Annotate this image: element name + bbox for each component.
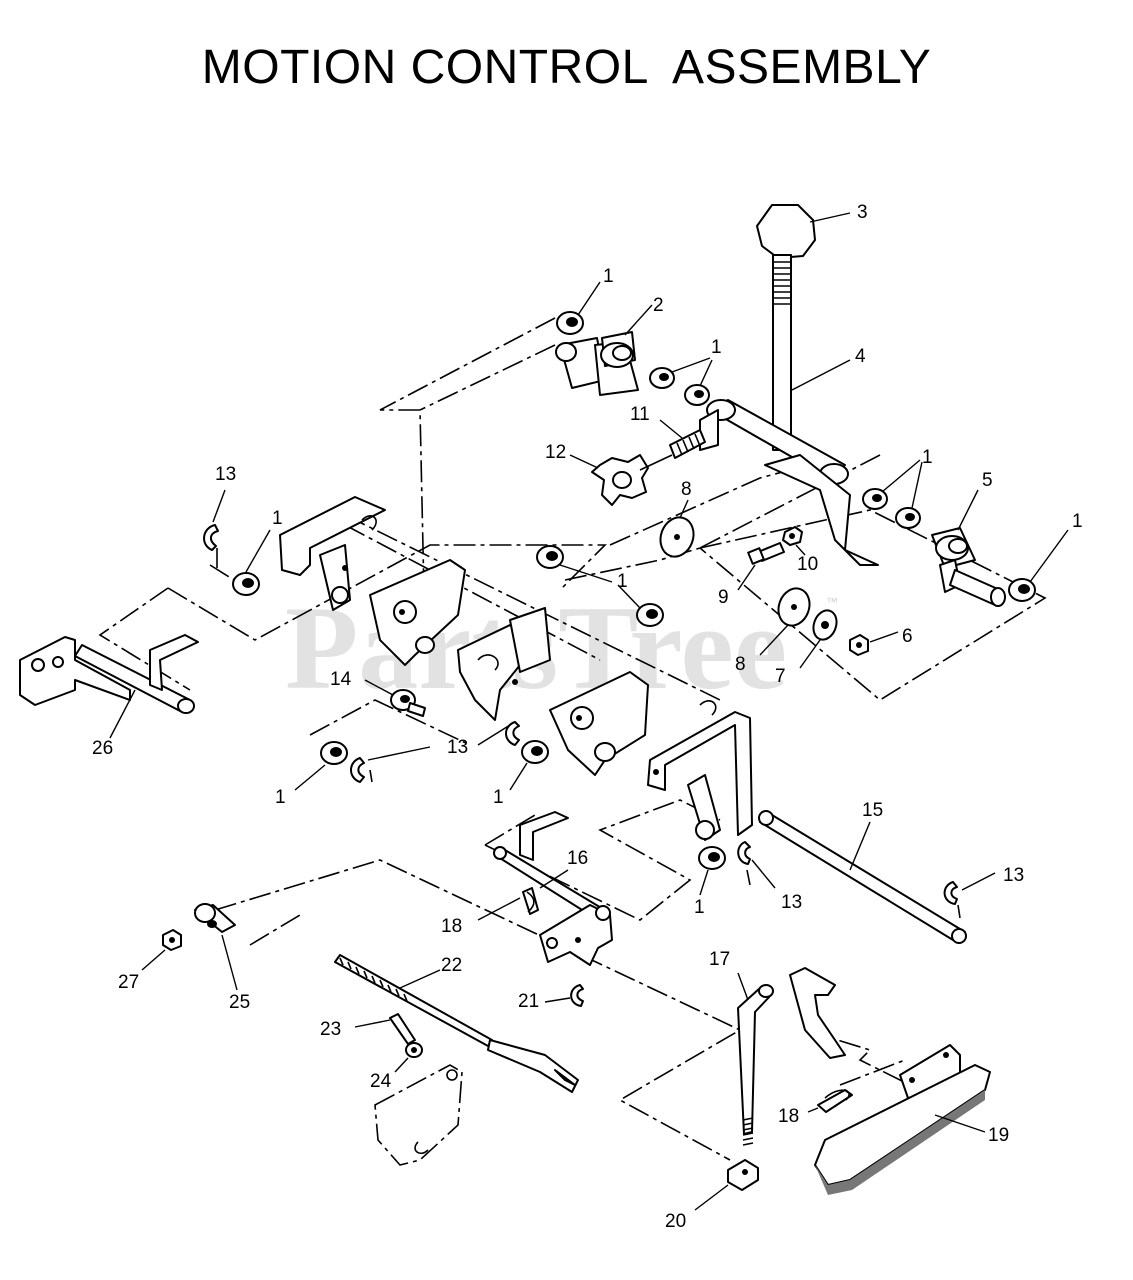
mounting-plate-right [647,711,753,841]
part-20-ferrule [694,1159,759,1211]
watermark-trademark: ™ [826,595,838,609]
part-17-pedal-rod [737,972,774,1146]
part-18-hairpin-clip-upper [477,887,539,921]
callout-8: 8 [681,479,692,500]
callout-4: 4 [855,346,866,367]
callout-13: 13 [1003,865,1024,886]
callout-1: 1 [694,897,705,918]
callout-26: 26 [92,738,113,759]
callout-16: 16 [567,848,588,869]
part-2-bracket-pivot [555,304,653,396]
part-7-washer [799,609,838,669]
part-4-control-lever [699,254,879,566]
part-26-pivot-bracket [19,634,199,739]
callout-22: 22 [441,955,462,976]
part-12-star-knob [569,454,673,506]
callout-1: 1 [603,266,614,287]
part-10-nut [782,526,806,556]
callout-9: 9 [718,587,729,608]
part-8-washer-upper [659,499,695,558]
cam-plate-lower [549,671,717,776]
callout-5: 5 [982,470,993,491]
part-1-bushings-top [556,281,1069,602]
part-27-nut [141,929,182,971]
phantom-plate-bottom [374,1064,463,1166]
callout-11: 11 [630,404,650,425]
callout-17: 17 [709,949,730,970]
part-23-cotter-pin [354,1013,416,1045]
part-11-spring [659,419,706,459]
mounting-plate-left [279,496,386,611]
part-19-pedal [789,967,991,1195]
callout-1: 1 [275,787,286,808]
callout-18: 18 [778,1106,799,1127]
callout-13: 13 [215,464,236,485]
part-8-washer-lower [759,587,811,656]
part-6-nut [849,631,899,656]
callout-6: 6 [902,626,913,647]
callout-labels: 3 1 2 1 4 11 12 1 5 1 13 1 8 10 9 1 8 7 … [92,202,1083,1232]
callout-7: 7 [775,666,786,687]
callout-18: 18 [441,916,462,937]
callout-1: 1 [272,508,283,529]
callout-21: 21 [518,991,539,1012]
callout-15: 15 [862,800,883,821]
callout-10: 10 [797,554,818,575]
part-25-swivel [194,903,238,991]
part-3-knob [756,204,851,259]
part-14-bolt [364,679,426,717]
callout-14: 14 [330,669,352,690]
callout-23: 23 [320,1019,341,1040]
callout-1: 1 [617,571,628,592]
part-13-e-rings [203,489,996,919]
cam-plate-center [457,607,551,721]
part-5-right-bracket [931,489,1006,607]
callout-25: 25 [229,992,250,1013]
callout-13: 13 [781,892,802,913]
part-21-e-ring [544,984,584,1007]
callout-27: 27 [118,972,139,993]
cam-plate-upper [369,559,466,666]
callout-19: 19 [988,1125,1009,1146]
callout-3: 3 [857,202,868,223]
callout-20: 20 [665,1211,686,1232]
callout-13: 13 [447,737,468,758]
callout-1: 1 [711,337,722,358]
callout-12: 12 [545,442,566,463]
part-16-shaft-bracket [493,811,613,966]
callout-1: 1 [922,447,933,468]
part-18-hairpin-clip-lower [807,1089,853,1113]
part-22-rod [334,954,579,1093]
part-1-bushings-middle [232,529,726,896]
part-9-bolt [737,542,785,591]
callout-1: 1 [1072,511,1083,532]
part-15-shaft [758,810,967,944]
callout-2: 2 [653,295,664,316]
diagram-title: MOTION CONTROL ASSEMBLY [201,41,932,94]
callout-1: 1 [493,787,504,808]
callout-8: 8 [735,654,746,675]
part-24-washer [394,1042,423,1073]
callout-24: 24 [370,1071,392,1092]
